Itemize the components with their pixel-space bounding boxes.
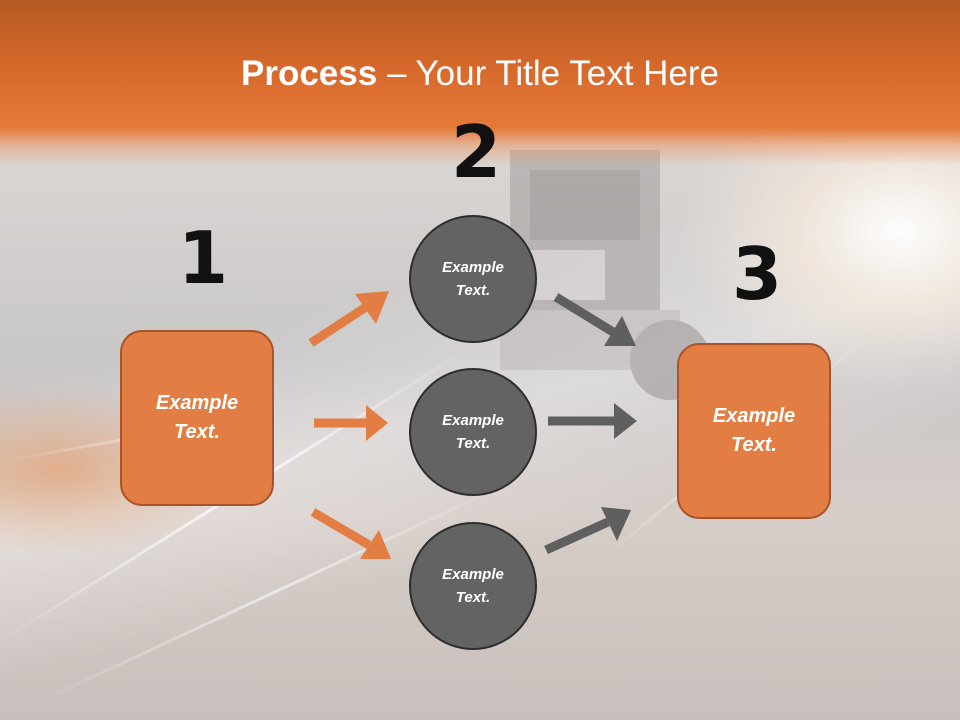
arrow-left-to-top — [308, 291, 389, 347]
circle-top-text: Example Text. — [442, 259, 504, 299]
title-rest: – Your Title Text Here — [377, 54, 719, 93]
left-process-box[interactable]: Example Text. — [120, 330, 274, 506]
right-process-box[interactable]: Example Text. — [677, 343, 831, 519]
arrow-left-to-bottom — [310, 508, 391, 559]
circle-step-bottom[interactable]: Example Text. — [409, 522, 537, 650]
circle-step-middle[interactable]: Example Text. — [409, 368, 537, 496]
title-bold: Process — [241, 54, 378, 93]
header-band — [0, 0, 960, 165]
left-box-text: Example Text. — [155, 392, 239, 443]
right-box-text: Example Text. — [712, 405, 796, 456]
circle-middle-text: Example Text. — [442, 412, 504, 452]
arrow-left-to-middle — [314, 405, 388, 441]
step-number-1: 1 — [178, 216, 229, 300]
step-number-2: 2 — [451, 110, 502, 194]
page-title: Process – Your Title Text Here — [0, 54, 960, 94]
arrow-top-to-right — [553, 293, 636, 346]
arrow-bottom-to-right — [544, 507, 631, 555]
circle-bottom-text: Example Text. — [442, 566, 504, 606]
step-number-3: 3 — [732, 232, 783, 316]
circle-step-top[interactable]: Example Text. — [409, 215, 537, 343]
arrow-middle-to-right — [548, 403, 637, 439]
